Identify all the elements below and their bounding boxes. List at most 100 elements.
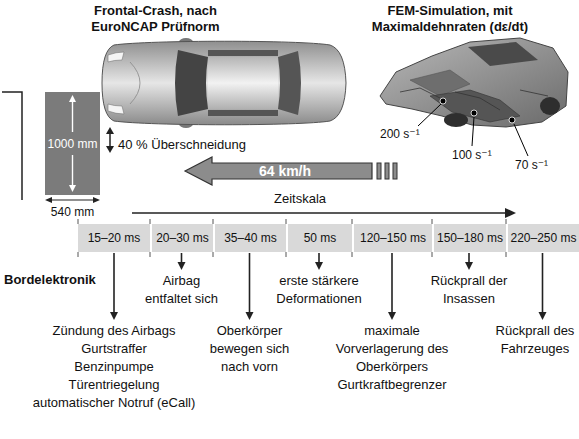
measure-dot bbox=[471, 110, 477, 116]
event-text: Zündung des AirbagsGurtstrafferBenzinpum… bbox=[24, 322, 204, 412]
time-segment: 20–30 ms bbox=[150, 224, 213, 252]
headlight bbox=[108, 104, 124, 114]
event-arrow bbox=[465, 253, 473, 270]
speed-bar bbox=[393, 163, 397, 179]
event-text: Airbag entfaltet sich bbox=[142, 272, 222, 308]
strain-rate-label: 100 s⁻¹ bbox=[452, 148, 492, 162]
strain-rate-label: 70 s⁻¹ bbox=[515, 158, 548, 172]
fem-car-body bbox=[380, 38, 568, 127]
dimension-label: 540 mm bbox=[45, 205, 100, 219]
speed-bar bbox=[377, 163, 381, 179]
axis-label: Zeitskala bbox=[250, 191, 350, 207]
node-text: erste stärkere Deformationen bbox=[273, 272, 365, 308]
event-arrow bbox=[110, 253, 118, 320]
strain-rate-label: 200 s⁻¹ bbox=[380, 127, 420, 141]
arrow-head bbox=[465, 262, 473, 270]
windshield bbox=[175, 50, 208, 116]
time-segment: 15–20 ms bbox=[78, 224, 150, 252]
speed-bar bbox=[385, 163, 389, 179]
event-arrow bbox=[315, 253, 323, 270]
node-text: Türentriegelung bbox=[24, 376, 204, 394]
event-arrow bbox=[388, 253, 396, 320]
event-arrow bbox=[246, 253, 254, 320]
node-text: Rückprall des Fahrzeuges bbox=[493, 322, 577, 358]
headlight bbox=[108, 52, 124, 62]
node-text: maximale Vorverlagerung des Oberkörpers bbox=[327, 322, 457, 376]
car-body bbox=[102, 41, 346, 125]
car-roof bbox=[208, 57, 278, 109]
connector-line bbox=[113, 253, 115, 313]
arrow-head bbox=[178, 262, 186, 270]
arrow-head bbox=[505, 208, 516, 218]
event-text: Rückprall der Insassen bbox=[428, 272, 510, 308]
node-text: 150–180 ms bbox=[437, 231, 503, 245]
leader-line bbox=[472, 117, 474, 146]
event-text: erste stärkere Deformationen bbox=[273, 272, 365, 308]
speed-label: 64 km/h bbox=[230, 163, 340, 179]
time-segment: 120–150 ms bbox=[352, 224, 432, 252]
time-segment: 50 ms bbox=[286, 224, 352, 252]
measure-dot bbox=[509, 117, 515, 123]
node-text: Gurtkraftbegrenzer bbox=[327, 376, 457, 394]
hood-line bbox=[130, 62, 140, 104]
node-text: 120–150 ms bbox=[360, 231, 426, 245]
node-text: Rückprall der Insassen bbox=[428, 272, 510, 308]
node-text: 15–20 ms bbox=[88, 231, 141, 245]
connector-line bbox=[542, 253, 544, 313]
arrow-head bbox=[388, 312, 396, 320]
band-tick bbox=[78, 219, 506, 257]
dimension-line bbox=[50, 199, 95, 200]
event-arrow bbox=[178, 253, 186, 270]
arrow-head bbox=[106, 127, 114, 134]
fem-crumple-zone bbox=[430, 90, 520, 122]
event-text: maximale Vorverlagerung des OberkörpersG… bbox=[327, 322, 457, 394]
node-text: 20–30 ms bbox=[156, 231, 209, 245]
arrow-head bbox=[69, 185, 76, 192]
arrow-head bbox=[69, 95, 76, 102]
measure-dot bbox=[440, 98, 446, 104]
arrow-head bbox=[315, 262, 323, 270]
arrow-head bbox=[246, 312, 254, 320]
event-text: Rückprall des Fahrzeuges bbox=[493, 322, 577, 358]
time-segment: 35–40 ms bbox=[213, 224, 286, 252]
node-text: 50 ms bbox=[304, 231, 337, 245]
time-segment: 220–250 ms bbox=[506, 224, 579, 252]
node-text: Airbag entfaltet sich bbox=[142, 272, 222, 308]
node-text: Zündung des Airbags bbox=[24, 322, 204, 340]
arrow-head bbox=[539, 312, 547, 320]
time-segment: 150–180 ms bbox=[432, 224, 506, 252]
group-label: Bordelektronik bbox=[4, 272, 96, 288]
side-window bbox=[208, 50, 278, 56]
overlap-label: 40 % Überschneidung bbox=[118, 137, 246, 153]
heading: Frontal-Crash, nach EuroNCAP Prüfnorm bbox=[88, 3, 223, 35]
node-text: Oberkörper bewegen sich nach vorn bbox=[205, 322, 295, 376]
fem-wheel bbox=[444, 113, 468, 127]
node-text: Gurtstraffer bbox=[24, 340, 204, 358]
dimension-line bbox=[72, 101, 73, 132]
fem-windshield bbox=[468, 42, 538, 66]
node-text: 35–40 ms bbox=[224, 231, 277, 245]
node-text: Benzinpumpe bbox=[24, 358, 204, 376]
rear-window bbox=[278, 51, 301, 115]
wall-line bbox=[2, 92, 22, 200]
leader-line bbox=[514, 124, 528, 156]
connector-line bbox=[391, 253, 393, 313]
node-text: automatischer Notruf (eCall) bbox=[24, 394, 204, 412]
speed-arrow bbox=[185, 157, 372, 185]
time-axis bbox=[132, 212, 506, 214]
connector-line bbox=[181, 253, 183, 263]
connector-line bbox=[468, 253, 470, 263]
node-text: 220–250 ms bbox=[510, 231, 576, 245]
event-text: Oberkörper bewegen sich nach vorn bbox=[205, 322, 295, 376]
side-window bbox=[208, 110, 278, 116]
arrow-head bbox=[106, 146, 114, 153]
fem-mesh-line bbox=[400, 88, 548, 110]
connector-line bbox=[249, 253, 251, 313]
overlap-arrow bbox=[109, 133, 111, 147]
fem-wheel bbox=[540, 97, 560, 115]
connector-line bbox=[318, 253, 320, 263]
heading: FEM-Simulation, mit Maximaldehnraten (dε… bbox=[362, 3, 538, 35]
arrow-head bbox=[45, 197, 52, 203]
barrier-block: 1000 mm bbox=[45, 92, 100, 195]
event-arrow bbox=[539, 253, 547, 320]
